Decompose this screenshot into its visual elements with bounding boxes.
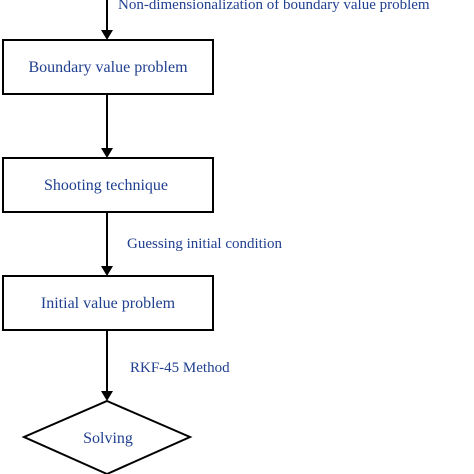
arrow-shooting-to-initial-head xyxy=(101,266,113,276)
node-initial-value-problem-label: Initial value problem xyxy=(41,295,176,312)
arrow-boundary-to-shooting-head xyxy=(101,148,113,158)
node-shooting-technique xyxy=(2,157,214,213)
arrow-top-head xyxy=(101,30,113,40)
edge-label-rkf45: RKF-45 Method xyxy=(130,360,230,376)
edge-label-top: Non-dimensionalization of boundary value… xyxy=(118,0,430,13)
edge-label-guessing: Guessing initial condition xyxy=(127,236,282,252)
node-initial-value-problem xyxy=(2,275,214,331)
arrow-initial-to-solving-head xyxy=(101,391,113,401)
node-boundary-value-problem-label: Boundary value problem xyxy=(28,59,188,76)
node-solving-label: Solving xyxy=(83,430,133,447)
node-shooting-technique-label: Shooting technique xyxy=(44,177,168,194)
node-solving xyxy=(21,399,193,474)
